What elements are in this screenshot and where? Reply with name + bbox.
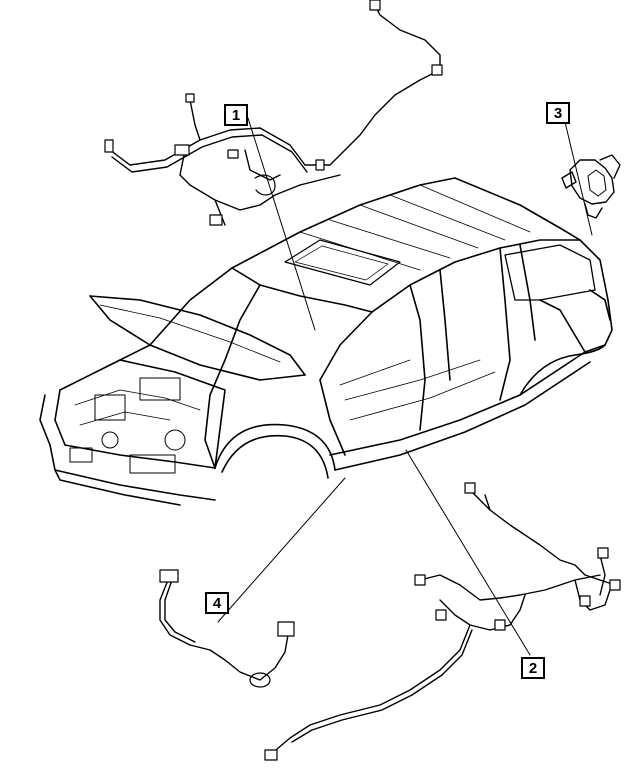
callout-4[interactable]: 4 xyxy=(205,592,229,614)
vehicle-body xyxy=(39,177,613,506)
callout-2[interactable]: 2 xyxy=(521,657,545,679)
callout-3-label: 3 xyxy=(553,104,563,122)
callout-1[interactable]: 1 xyxy=(224,104,248,126)
wiring-harness-2 xyxy=(264,482,621,761)
callout-3[interactable]: 3 xyxy=(546,102,570,124)
wiring-harness-1 xyxy=(104,0,443,226)
callout-1-label: 1 xyxy=(231,106,241,124)
callout-4-label: 4 xyxy=(212,594,222,612)
lamp-socket-part xyxy=(561,154,621,219)
leader-lines xyxy=(217,117,593,656)
callout-2-label: 2 xyxy=(528,659,538,677)
wiring-harness-4 xyxy=(159,569,295,688)
